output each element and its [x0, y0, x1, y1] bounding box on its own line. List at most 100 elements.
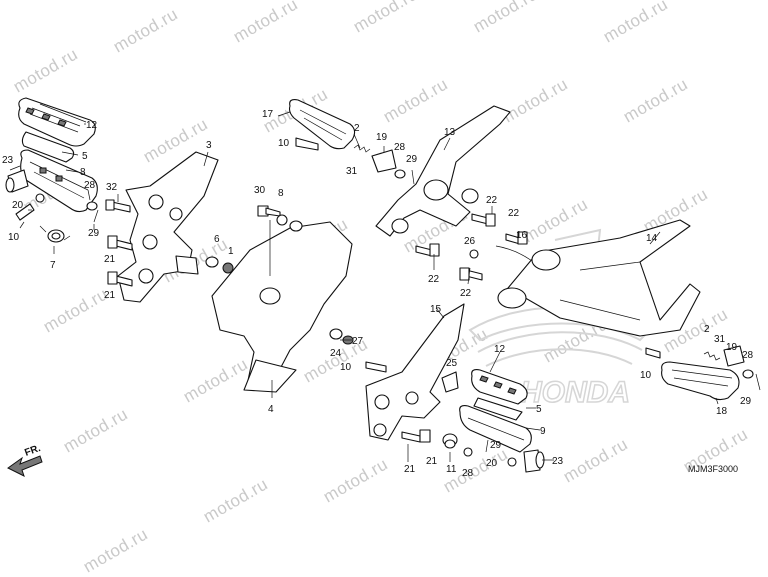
pivot-pin-left	[5, 169, 29, 193]
callout-7: 7	[50, 260, 56, 271]
callout-29c: 29	[490, 440, 502, 451]
washer-28b	[394, 169, 406, 179]
callout-23a: 23	[2, 155, 14, 166]
pin-10c	[365, 361, 387, 373]
callout-21c: 21	[404, 464, 416, 475]
passenger-bracket-right	[497, 219, 701, 337]
callout-22b: 22	[508, 208, 520, 219]
callout-22a: 22	[486, 195, 498, 206]
pin-25	[441, 371, 459, 393]
callout-28c: 28	[462, 468, 474, 479]
callout-13: 13	[444, 127, 456, 138]
footpeg-rubber-left	[18, 97, 96, 147]
callout-29d: 29	[740, 396, 752, 407]
diagram-code: MJM3F3000	[688, 464, 738, 474]
honda-logo-text: HONDA	[520, 376, 630, 409]
leader-lines	[9, 111, 719, 462]
bolt-21b	[107, 271, 133, 287]
collar-6	[205, 256, 219, 268]
collar-24	[329, 328, 343, 340]
callout-21d: 21	[426, 456, 438, 467]
callout-10b: 10	[278, 138, 290, 149]
callout-6: 6	[214, 234, 220, 245]
pin-20a	[35, 193, 45, 203]
callout-23b: 23	[552, 456, 564, 467]
callout-10a: 10	[8, 232, 20, 243]
washer-28c	[463, 447, 473, 457]
clip-26	[469, 249, 479, 259]
pin-10d	[645, 347, 661, 359]
grommet-1b	[289, 220, 303, 232]
footpeg-plate-right	[473, 397, 523, 421]
callout-31a: 31	[346, 166, 358, 177]
spring-2a	[353, 144, 371, 153]
washer-28a	[86, 201, 98, 211]
step-bracket-right	[365, 303, 465, 441]
callout-28a: 28	[84, 180, 96, 191]
cotter-29c	[485, 439, 489, 453]
spring-left	[39, 225, 71, 243]
spring-11	[444, 439, 456, 449]
callout-21a: 21	[104, 254, 116, 265]
callout-20b: 20	[486, 458, 498, 469]
callout-21b: 21	[104, 290, 116, 301]
callout-20a: 20	[12, 200, 24, 211]
callout-31b: 31	[714, 334, 726, 345]
bolt-22c	[415, 243, 440, 257]
callout-12b: 12	[494, 344, 506, 355]
pin-20b	[507, 457, 517, 467]
callout-4: 4	[268, 404, 274, 415]
collar-8b	[276, 214, 288, 226]
cotter-pin-29a	[93, 209, 99, 223]
footpeg-plate-left	[21, 131, 75, 163]
callout-2a: 2	[354, 123, 360, 134]
callout-26: 26	[464, 236, 476, 247]
callout-27: 27	[352, 336, 364, 347]
callout-14: 14	[646, 233, 658, 244]
callout-8b: 8	[278, 188, 284, 199]
callout-5a: 5	[82, 151, 88, 162]
bolt-32	[105, 199, 131, 213]
callout-24: 24	[330, 348, 342, 359]
bolt-22b	[505, 231, 528, 245]
front-direction-arrow	[7, 455, 43, 477]
callout-32: 32	[106, 182, 118, 193]
callout-10c: 10	[340, 362, 352, 373]
nut-1	[222, 262, 234, 274]
bolt-22a	[471, 213, 496, 227]
step-bracket-left	[117, 151, 219, 303]
bolt-21c	[401, 429, 431, 443]
callout-16: 16	[516, 230, 528, 241]
callout-9: 9	[540, 426, 546, 437]
bracket-19a	[371, 149, 397, 173]
bolt-10b	[295, 137, 319, 151]
callout-2b: 2	[704, 324, 710, 335]
callout-19b: 19	[726, 342, 738, 353]
callout-3: 3	[206, 140, 212, 151]
callout-10d: 10	[640, 370, 652, 381]
passenger-peg-left	[288, 99, 356, 150]
cotter-29b	[411, 169, 415, 185]
callout-19a: 19	[376, 132, 388, 143]
front-direction-label: FR.	[23, 443, 42, 459]
passenger-peg-right	[661, 361, 740, 401]
footpeg-right	[459, 405, 532, 453]
callout-22c: 22	[428, 274, 440, 285]
callout-11: 11	[446, 464, 457, 475]
callout-12a: 12	[86, 120, 98, 131]
callout-29a: 29	[88, 228, 100, 239]
washer-28d	[742, 369, 754, 379]
callout-1: 1	[228, 246, 234, 257]
callout-25: 25	[446, 358, 458, 369]
heel-guard-left	[211, 221, 353, 393]
callout-22d: 22	[460, 288, 472, 299]
callout-18: 18	[716, 406, 728, 417]
honda-logo: HONDA	[468, 228, 652, 410]
callout-8a: 8	[80, 167, 86, 178]
bolt-21a	[107, 235, 133, 251]
callout-15: 15	[430, 304, 442, 315]
callout-28d: 28	[742, 350, 754, 361]
callout-28b: 28	[394, 142, 406, 153]
bolt-30	[257, 205, 281, 217]
